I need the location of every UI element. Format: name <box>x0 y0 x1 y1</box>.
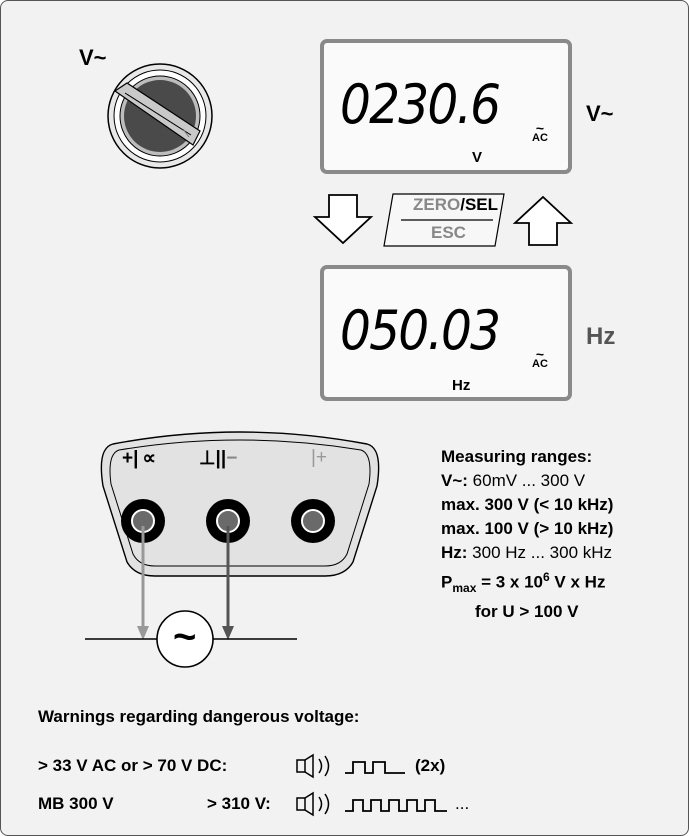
measuring-ranges: Measuring ranges: V~: 60mV ... 300 V max… <box>441 445 613 624</box>
range-pmax-condition: for U > 100 V <box>475 602 579 622</box>
esc-label: ESC <box>431 223 466 242</box>
arrow-down-icon <box>312 194 374 245</box>
range-pmax: Pmax = 3 x 106 V x Hz <box>441 570 606 596</box>
input-jacks-panel <box>85 431 380 668</box>
continuous-beep-icon <box>345 799 447 812</box>
slash-label: / <box>460 195 465 214</box>
lcd-frequency-unit: Hz <box>452 377 471 394</box>
range-max-1: max. 300 V (< 10 kHz) <box>441 495 614 514</box>
jack1-label: +|∝ <box>122 448 156 469</box>
jack3-label: |+ <box>311 447 328 468</box>
frequency-side-label: Hz <box>586 323 616 350</box>
lcd-voltage-ac-indicator: ~ AC <box>532 120 548 144</box>
sel-label: SEL <box>464 195 499 214</box>
voltage-side-label: V~ <box>586 101 614 126</box>
jack2-label: ⊥||− <box>199 448 238 469</box>
lcd-voltage: 0230.6 V ~ AC <box>320 39 572 174</box>
warning-row1-label: > 33 V AC or > 70 V DC: <box>38 756 228 775</box>
lcd-frequency-ac-indicator: ~ AC <box>532 346 548 370</box>
arrow-up-icon <box>512 195 574 246</box>
warning-row2-more: ... <box>455 794 470 813</box>
speaker-icon <box>296 791 330 817</box>
beep-pulse-icon <box>345 761 405 774</box>
rotary-switch-icon[interactable] <box>105 61 215 171</box>
lcd-voltage-unit: V <box>472 149 483 166</box>
ranges-title: Measuring ranges: <box>441 447 593 466</box>
switch-label: V~ <box>79 45 107 70</box>
range-voltage: V~: 60mV ... 300 V <box>441 471 586 490</box>
lcd-frequency-reading: 050.03 <box>340 299 501 362</box>
range-max-2: max. 100 V (> 10 kHz) <box>441 519 614 538</box>
zero-label: ZERO <box>413 195 461 214</box>
speaker-icon <box>296 753 330 779</box>
warning-row2-condition: > 310 V: <box>207 794 271 813</box>
warning-row1-count: (2x) <box>415 756 446 775</box>
lcd-voltage-reading: 0230.6 <box>340 73 501 136</box>
warning-row2-label: MB 300 V <box>38 794 114 813</box>
ac-source-symbol: ~ <box>173 615 197 659</box>
lcd-frequency: 050.03 Hz ~ AC <box>320 265 572 401</box>
range-frequency: Hz: 300 Hz ... 300 kHz <box>441 543 613 562</box>
warnings-title: Warnings regarding dangerous voltage: <box>38 707 360 726</box>
zero-sel-esc-key[interactable]: ZERO/SEL ESC <box>383 193 505 247</box>
